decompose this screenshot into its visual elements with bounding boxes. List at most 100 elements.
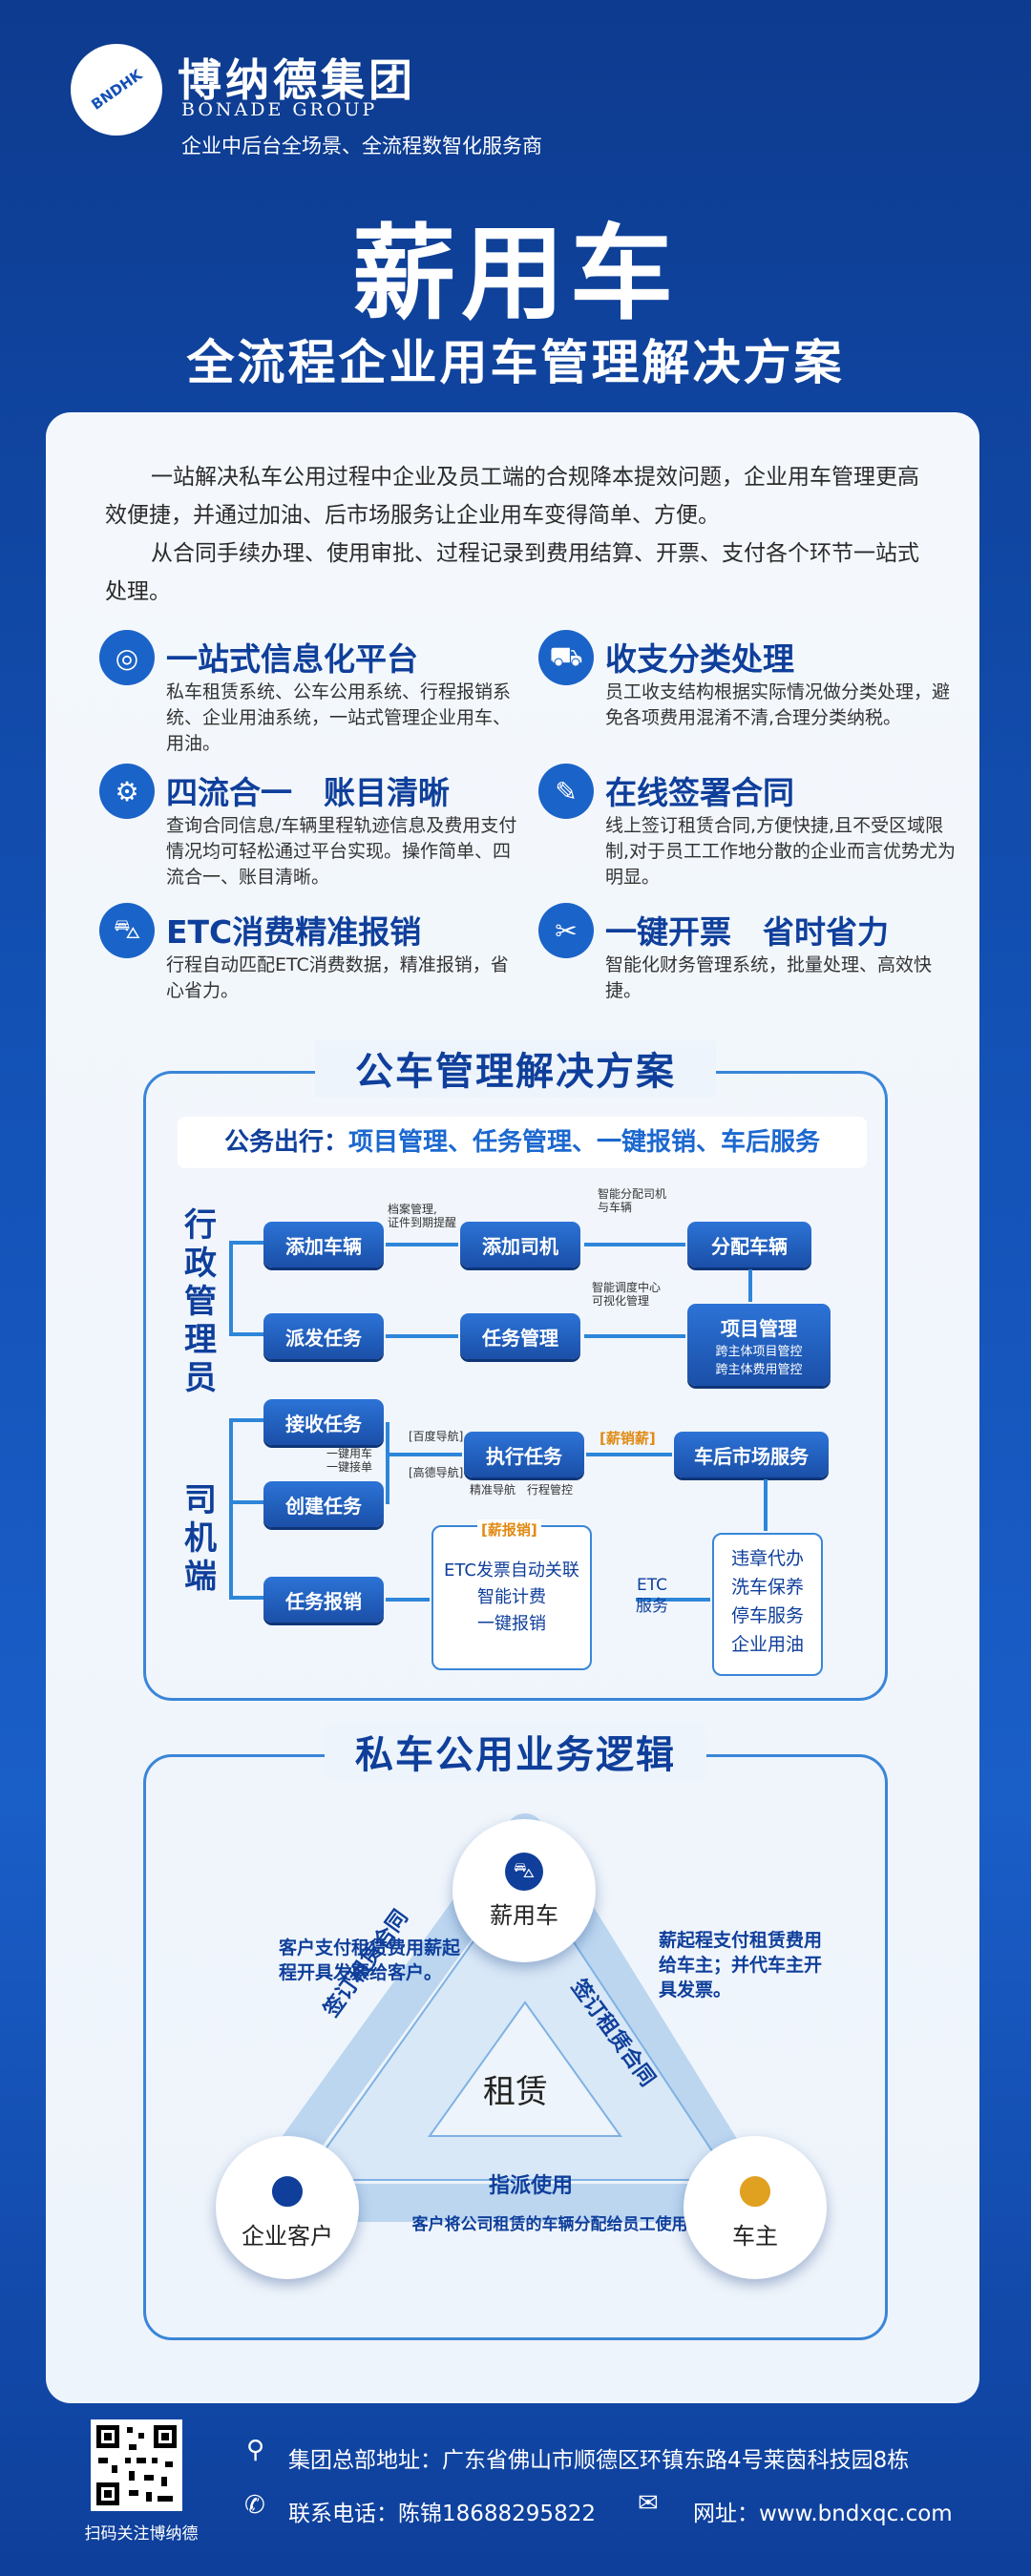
project-sub-2: 跨主体费用管控 [715, 1362, 803, 1377]
node-xinyongche: ⛍ 薪用车 [452, 1819, 596, 1962]
service-item: 企业用油 [730, 1634, 804, 1655]
dispatch-task-button[interactable]: 派发任务 [263, 1313, 384, 1359]
feature-title: ETC消费精准报销 [166, 913, 422, 951]
receive-task-button[interactable]: 接收任务 [263, 1399, 384, 1445]
etc-box-line: ETC发票自动关联 [444, 1560, 579, 1581]
qr-caption: 扫码关注博纳德 [84, 2524, 199, 2544]
arrow-line [386, 1598, 430, 1602]
mail-icon: ✉ [638, 2489, 659, 2518]
bottom-text: 客户将公司租赁的车辆分配给员工使用 [411, 2215, 688, 2234]
qr-code [91, 2419, 182, 2511]
arrow-line [748, 1269, 752, 1302]
tools-icon: ✂ [538, 903, 594, 958]
service-item: 违章代办 [730, 1548, 804, 1569]
bottom-edge-label: 指派使用 [488, 2174, 573, 2198]
add-driver-button[interactable]: 添加司机 [460, 1222, 580, 1267]
project-management-button[interactable]: 项目管理 跨主体项目管控 跨主体费用管控 [687, 1304, 831, 1386]
connector-line [229, 1500, 263, 1504]
service-item: 停车服务 [730, 1605, 804, 1626]
connector-line [229, 1418, 263, 1422]
driver-label: 司机端 [184, 1481, 217, 1596]
banner-items: 项目管理、任务管理、一键报销、车后服务 [348, 1128, 821, 1157]
feature-desc: 员工收支结构根据实际情况做分类处理，避免各项费用混淆不清,合理分类纳税。 [605, 681, 951, 728]
project-management-label: 项目管理 [721, 1316, 797, 1340]
public-section-title: 公车管理解决方案 [355, 1050, 676, 1094]
steering-wheel-icon: ◎ [99, 630, 155, 685]
connector-line [229, 1596, 263, 1600]
signature-icon: ✎ [538, 764, 594, 819]
right-text: 薪起程支付租赁费用给车主；并代车主开具发票。 [659, 1930, 823, 2000]
connector-line [229, 1332, 263, 1336]
qr-pattern [96, 2425, 177, 2505]
create-task-button[interactable]: 创建任务 [263, 1481, 384, 1527]
aftermarket-button[interactable]: 车后市场服务 [674, 1432, 829, 1477]
brand-name-en: BONADE GROUP [181, 99, 378, 120]
feature-title: 四流合一 账目清晰 [166, 774, 450, 811]
connector-line [229, 1418, 233, 1600]
arrow-line [386, 1334, 458, 1338]
car-icon: ⛍ [505, 1852, 543, 1891]
feature-desc: 智能化财务管理系统，批量处理、高效快捷。 [605, 954, 933, 1001]
arrow-line [586, 1453, 672, 1456]
intro-paragraph: 一站解决私车公用过程中企业及员工端的合规降本提效问题，企业用车管理更高效便捷，并… [105, 465, 919, 528]
etc-box: ETC发票自动关联 智能计费 一键报销 [431, 1525, 592, 1670]
etc-box-line: 一键报销 [477, 1614, 546, 1634]
company-logo: BNDHK [71, 44, 162, 136]
footer-phone: 联系电话：陈锦18688295822 [288, 2502, 596, 2526]
connector-line [229, 1241, 233, 1336]
feature-desc: 查询合同信息/车辆里程轨迹信息及费用支付情况均可轻松通过平台实现。操作简单、四流… [166, 815, 517, 888]
feature-desc: 线上签订租赁合同,方便快捷,且不受区域限制,对于员工工作地分散的企业而言优势尤为… [605, 815, 957, 888]
arrow-line [636, 1598, 710, 1602]
task-management-button[interactable]: 任务管理 [460, 1313, 580, 1359]
feature-icon: ✎ [538, 764, 594, 819]
user-icon: ● [269, 2165, 305, 2211]
flow-note: 智能调度中心 可视化管理 [592, 1281, 662, 1308]
private-section-title: 私车公用业务逻辑 [355, 1733, 676, 1777]
public-banner: 公务出行：项目管理、任务管理、一键报销、车后服务 [178, 1117, 867, 1168]
gear-icon: ⚙ [99, 764, 155, 819]
assign-vehicle-button[interactable]: 分配车辆 [687, 1222, 811, 1267]
arrow-line [386, 1243, 458, 1246]
connector-line [229, 1241, 263, 1245]
page-subtitle: 全流程企业用车管理解决方案 [186, 335, 845, 390]
footer-address: 集团总部地址：广东省佛山市顺德区环镇东路4号莱茵科技园8栋 [288, 2448, 910, 2473]
service-item: 洗车保养 [730, 1577, 804, 1598]
intro-text: 一站解决私车公用过程中企业及员工端的合规降本提效问题，企业用车管理更高效便捷，并… [105, 458, 936, 611]
node-label: 车主 [732, 2223, 778, 2250]
brand-name-cn: 博纳德集团 [178, 54, 416, 106]
node-enterprise-client: ● 企业客户 [216, 2136, 359, 2279]
flow-note: 精准导航 行程管控 [470, 1483, 574, 1497]
intro-paragraph: 从合同手续办理、使用审批、过程记录到费用结算、开票、支付各个环节一站式处理。 [105, 541, 919, 604]
feature-icon: ◎ [99, 630, 155, 685]
feature-title: 收支分类处理 [605, 640, 794, 678]
arrow-line [386, 1453, 462, 1456]
task-reimburse-button[interactable]: 任务报销 [263, 1577, 384, 1623]
car-icon: ⛍ [99, 903, 155, 958]
node-car-owner: ● 车主 [684, 2136, 827, 2279]
execute-task-button[interactable]: 执行任务 [464, 1432, 584, 1477]
etc-box-line: 智能计费 [477, 1587, 546, 1607]
triangle-band [239, 1813, 773, 2222]
brand-tagline: 企业中后台全场景、全流程数智化服务商 [181, 135, 542, 157]
location-icon: ⚲ [246, 2436, 265, 2464]
feature-icon: ✂ [538, 903, 594, 958]
section-title-bg [325, 1724, 706, 1781]
project-sub-1: 跨主体项目管控 [715, 1344, 803, 1359]
section-title-bg [315, 1040, 716, 1098]
add-vehicle-button[interactable]: 添加车辆 [263, 1222, 384, 1267]
flow-note: 档案管理, 证件到期提醒 [388, 1203, 457, 1229]
node-label: 企业客户 [242, 2223, 333, 2250]
arrow-line [584, 1334, 685, 1338]
services-box: 违章代办 洗车保养 停车服务 企业用油 [712, 1533, 823, 1676]
flow-note: 一键用车 一键接单 [326, 1447, 373, 1474]
owner-icon: ● [737, 2165, 773, 2211]
truck-icon: ⛟ [538, 630, 594, 685]
banner-prefix: 公务出行： [223, 1128, 348, 1157]
feature-title: 一站式信息化平台 [166, 640, 418, 678]
etc-service-label: ETC 服务 [636, 1576, 668, 1616]
node-label: 薪用车 [490, 1901, 558, 1929]
feature-desc: 私车租赁系统、公车公用系统、行程报销系统、企业用油系统，一站式管理企业用车、用油… [166, 681, 512, 754]
flow-note: [高德导航] [409, 1466, 464, 1479]
feature-desc: 行程自动匹配ETC消费数据，精准报销，省心省力。 [166, 954, 509, 1001]
xinbaoxiao-tag: [薪报销] [477, 1519, 541, 1539]
